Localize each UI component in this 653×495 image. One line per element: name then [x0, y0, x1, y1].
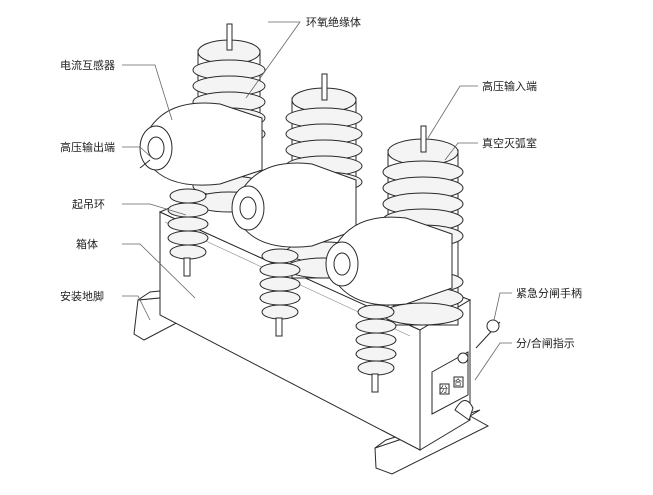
pole-2-ct [231, 162, 357, 337]
label-hv-output: 高压输出端 [60, 141, 115, 154]
label-open-close-indicator: 分/合闸指示 [516, 337, 575, 350]
label-mounting-foot: 安装地脚 [60, 290, 104, 303]
indicator-open-glyph: 分 [440, 385, 448, 394]
label-current-transformer: 电流互感器 [60, 59, 115, 72]
label-emergency-handle: 紧急分闸手柄 [516, 287, 582, 300]
label-hv-input: 高压输入端 [482, 80, 537, 93]
leader-lines [122, 21, 512, 381]
label-epoxy-insulator: 环氧绝缘体 [306, 16, 361, 29]
emergency-handle [454, 319, 501, 421]
label-vacuum-chamber: 真空灭弧室 [482, 137, 537, 150]
pole-1-ct [139, 102, 263, 277]
label-lifting-ring: 起吊环 [72, 198, 105, 211]
indicator-panel [431, 351, 469, 415]
pole-3-ct [325, 216, 453, 393]
indicator-close-glyph: 合 [454, 378, 462, 387]
label-cabinet: 箱体 [76, 238, 98, 251]
